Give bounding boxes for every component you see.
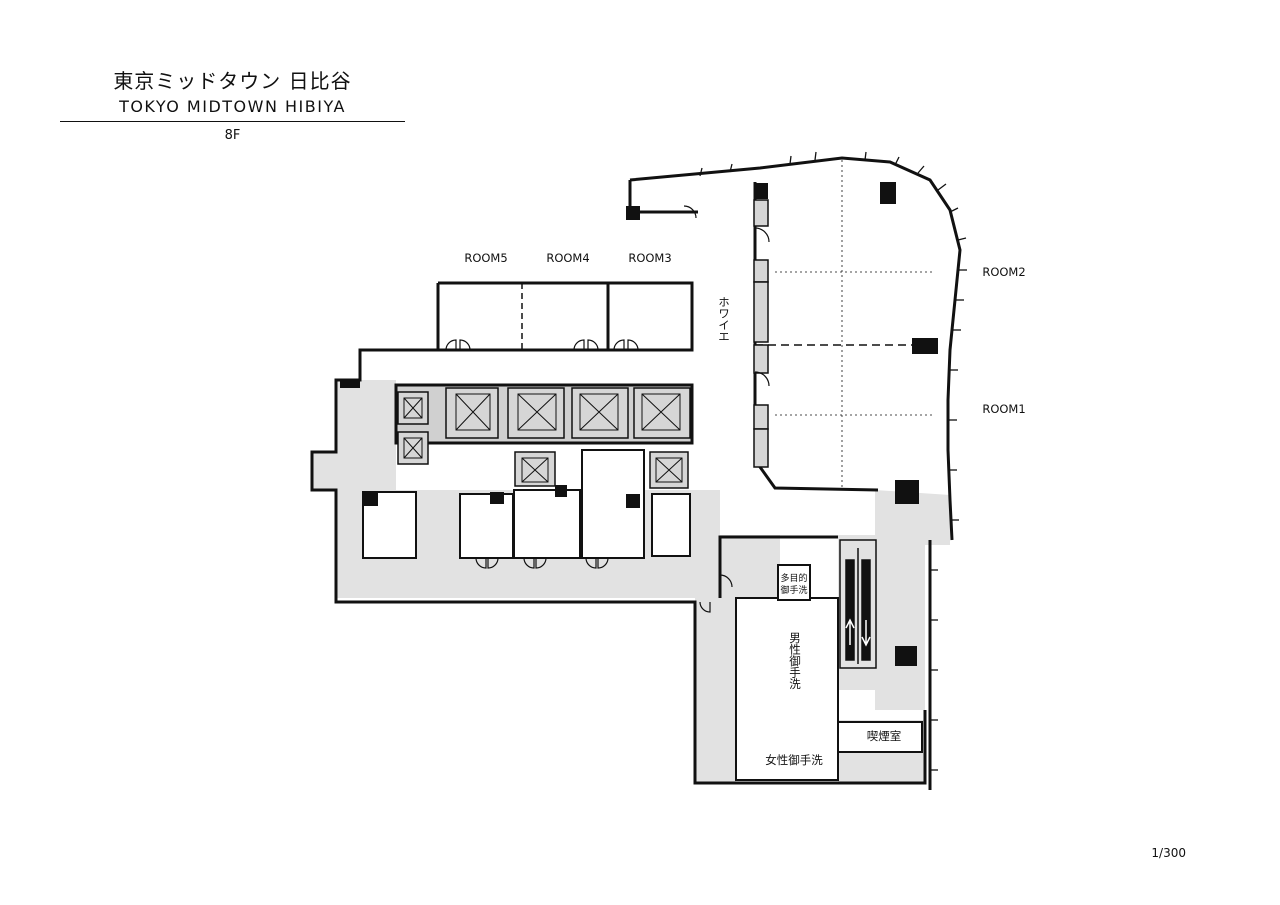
scale-label: 1/300 [1151,846,1186,860]
room4-label: ROOM4 [546,251,589,265]
title-block: 東京ミッドタウン 日比谷 TOKYO MIDTOWN HIBIYA [60,68,405,118]
room3-label: ROOM3 [628,251,671,265]
multi-toilet-label-1: 多目的 [780,572,807,584]
smoking-room-label: 喫煙室 [867,729,902,743]
building-name-jp: 東京ミッドタウン 日比谷 [113,69,352,93]
room-partitions [755,160,935,488]
facade-ticks [699,151,967,771]
wall-panels [753,199,769,468]
womens-toilet-label: 女性御手洗 [765,753,823,767]
columns [340,182,938,666]
room2-label: ROOM2 [982,265,1025,279]
multi-toilet-label-2: 御手洗 [780,584,807,596]
room1-label: ROOM1 [982,402,1025,416]
door-swings [445,205,770,613]
floor-label: 8F [224,128,241,143]
room5-label: ROOM5 [464,251,507,265]
mens-toilet-label: 男性御手洗 [788,632,802,690]
elevator-cross-icons [403,393,683,483]
foyer-label: ホワイエ [717,296,731,342]
building-name-en: TOKYO MIDTOWN HIBIYA [119,97,346,116]
title-underline [60,121,405,122]
escalator [839,539,877,669]
